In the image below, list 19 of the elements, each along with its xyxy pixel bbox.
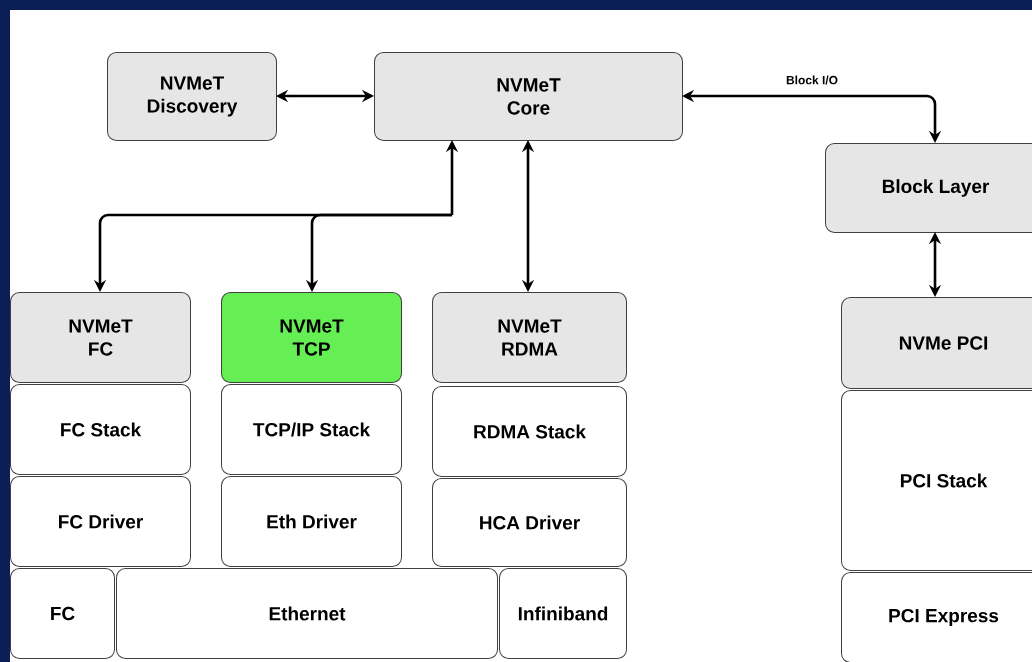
layer-box: PCI Stack (841, 390, 1032, 571)
module-box: NVMeT FC (10, 292, 191, 383)
module-box: NVMeT Core (374, 52, 683, 141)
layer-box: HCA Driver (432, 478, 627, 567)
layer-box: FC (10, 568, 115, 659)
layer-box: Ethernet (116, 568, 498, 659)
module-box: NVMeT Discovery (107, 52, 277, 141)
module-box: NVMeT RDMA (432, 292, 627, 383)
layer-box: FC Driver (10, 476, 191, 567)
module-box: NVMe PCI (841, 297, 1032, 389)
edge-label: Block I/O (785, 74, 839, 86)
layer-box: PCI Express (841, 572, 1032, 662)
layer-box: Infiniband (499, 568, 627, 659)
layer-box: RDMA Stack (432, 386, 627, 477)
layer-box: FC Stack (10, 384, 191, 475)
layer-box: TCP/IP Stack (221, 384, 402, 475)
module-box: Block Layer (825, 143, 1032, 233)
module-box: NVMeT TCP (221, 292, 402, 383)
layer-box: Eth Driver (221, 476, 402, 567)
